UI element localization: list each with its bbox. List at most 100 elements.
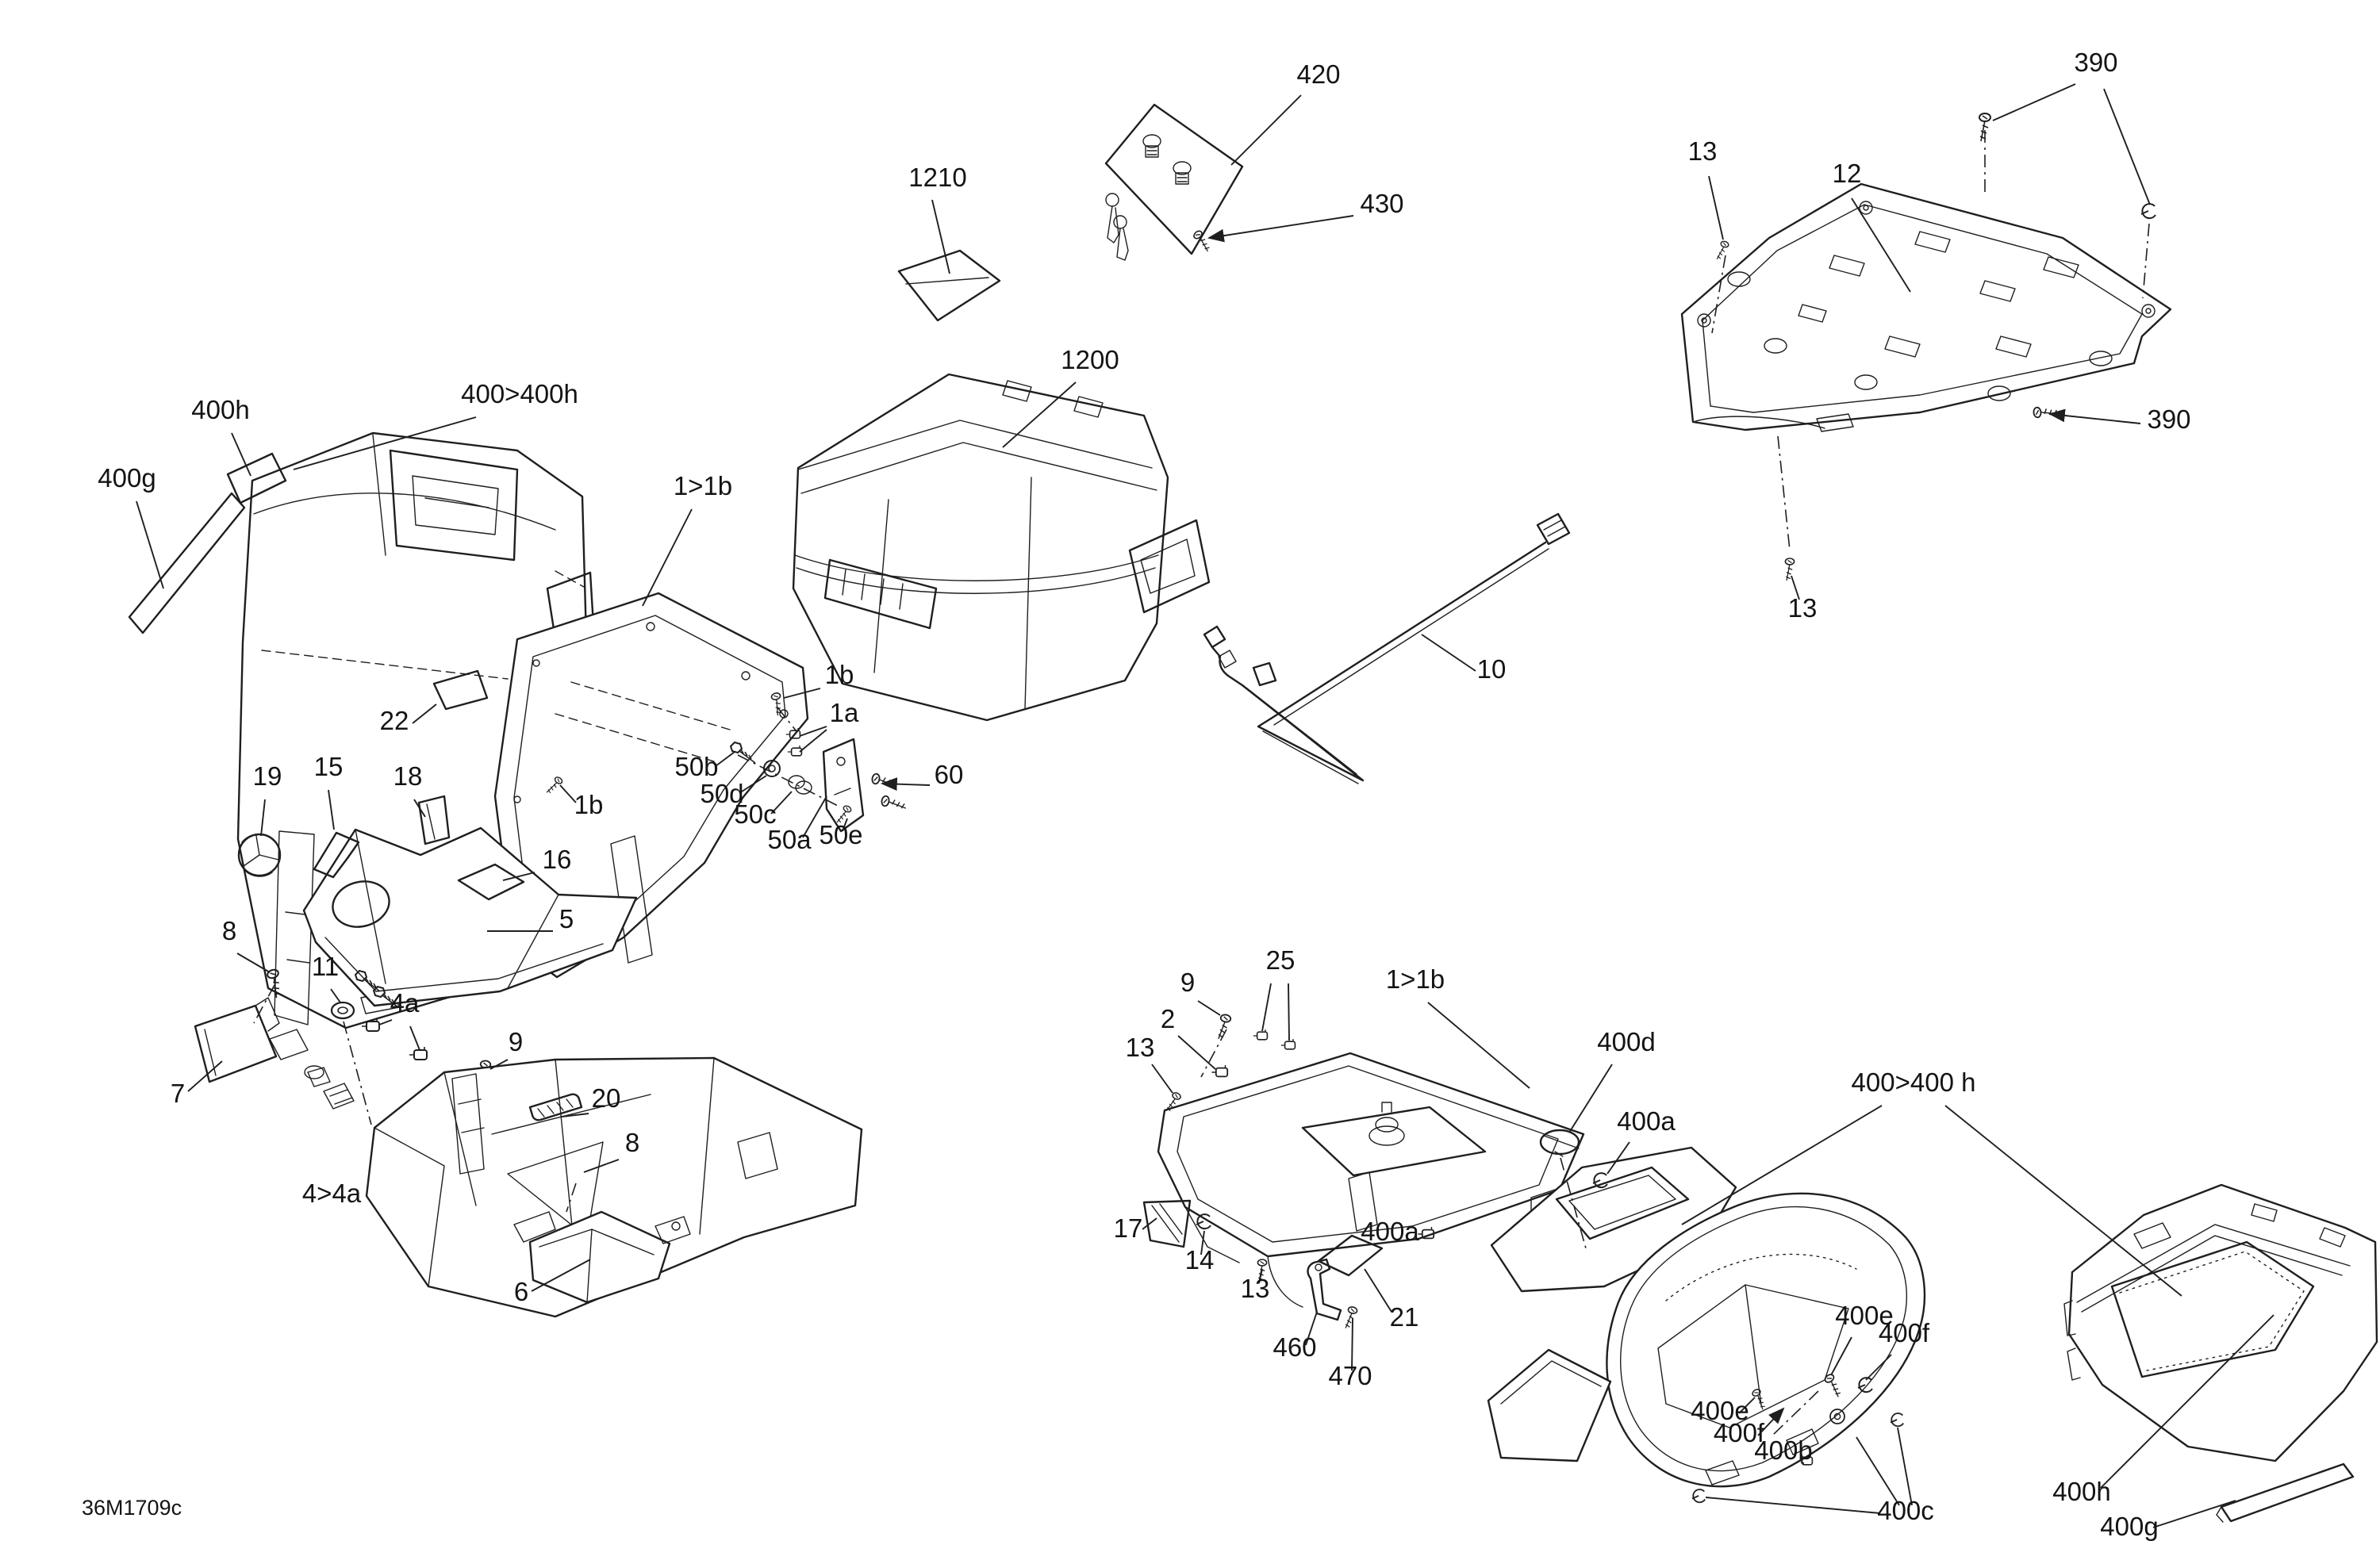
part-label: 1>1b xyxy=(674,471,732,500)
part-label: 50c xyxy=(734,799,776,829)
callout-18: 18 xyxy=(393,761,426,818)
leader-line xyxy=(1944,1105,2182,1297)
sticker-22-art xyxy=(432,669,489,711)
drawing-code: 36M1709c xyxy=(82,1496,182,1520)
axis-line xyxy=(1200,1029,1227,1078)
part-label: 400e xyxy=(1835,1301,1893,1330)
callout-25: 25 xyxy=(1261,945,1295,1041)
callout-1>1b: 1>1b xyxy=(1386,964,1530,1089)
callout-460: 460 xyxy=(1273,1311,1318,1362)
part-label: 400h xyxy=(191,395,249,424)
leader-line xyxy=(559,784,577,803)
flap-7-art xyxy=(194,997,355,1110)
leader-line xyxy=(260,799,266,837)
leader-line xyxy=(1851,197,1911,293)
leader-line xyxy=(715,751,735,767)
part-label: 4>4a xyxy=(302,1179,362,1208)
leader-line xyxy=(783,688,821,699)
callout-7: 7 xyxy=(171,1060,223,1108)
part-label: 22 xyxy=(380,706,409,735)
part-label: 400d xyxy=(1597,1027,1655,1056)
leader-line xyxy=(770,791,793,815)
callout-430: 430 xyxy=(1207,189,1404,243)
callout-400g: 400g xyxy=(98,463,164,589)
callout-50e: 50e xyxy=(819,818,863,849)
callout-50d: 50d xyxy=(700,775,767,808)
callout-400h: 400h xyxy=(2052,1314,2274,1506)
callout-1200: 1200 xyxy=(1002,345,1119,448)
callout-50a: 50a xyxy=(767,795,827,854)
part-label: 14 xyxy=(1185,1245,1215,1275)
part-callouts: 42012104303901213390131200400h400>400h40… xyxy=(98,48,2274,1541)
leader-line xyxy=(1705,1497,1881,1514)
leader-line xyxy=(531,1259,591,1292)
leader-line xyxy=(1791,575,1800,600)
leader-line xyxy=(802,795,827,838)
callout-10: 10 xyxy=(1421,634,1507,684)
latch-bracket-460-art xyxy=(1307,1258,1342,1321)
axis-line xyxy=(2142,223,2150,299)
leader-line xyxy=(378,1019,393,1025)
leader-line xyxy=(1197,1000,1221,1016)
callout-15: 15 xyxy=(314,752,344,830)
part-label: 8 xyxy=(222,916,236,945)
callout-6: 6 xyxy=(514,1259,591,1306)
leader-line xyxy=(561,1113,589,1117)
callout-13: 13 xyxy=(1126,1033,1173,1094)
leader-line xyxy=(1288,983,1290,1041)
part-label: 50d xyxy=(700,779,743,808)
callout-19: 19 xyxy=(253,761,282,837)
part-label: 13 xyxy=(1241,1274,1270,1303)
callout-390: 390 xyxy=(1992,48,2151,205)
callout-21: 21 xyxy=(1364,1268,1419,1332)
leader-line xyxy=(642,508,693,607)
callout-17: 17 xyxy=(1114,1213,1157,1243)
axis-line xyxy=(1777,435,1791,551)
callout-400c: 400c xyxy=(1705,1427,1934,1525)
part-label: 400a xyxy=(1617,1106,1676,1136)
callout-400>400h: 400>400h xyxy=(293,379,578,470)
part-label: 21 xyxy=(1390,1302,1419,1332)
part-label: 390 xyxy=(2147,404,2190,434)
part-label: 4a xyxy=(390,988,420,1018)
cap-400d-art xyxy=(1539,1129,1580,1157)
part-label: 13 xyxy=(1688,136,1718,166)
part-label: 420 xyxy=(1296,59,1340,89)
part-label: 9 xyxy=(1180,968,1195,997)
part-label: 1200 xyxy=(1061,345,1119,374)
callout-14: 14 xyxy=(1185,1230,1215,1275)
deflector-17-art xyxy=(1142,1199,1192,1248)
pad-1210-art xyxy=(897,249,1001,322)
part-label: 10 xyxy=(1477,654,1507,684)
callout-13: 13 xyxy=(1688,136,1724,240)
callout-400b: 400b xyxy=(1754,1436,1812,1465)
callout-400f: 400f xyxy=(1865,1318,1930,1381)
part-label: 400g xyxy=(98,463,155,493)
closed-box-right-art xyxy=(2063,1183,2378,1462)
callout-20: 20 xyxy=(561,1083,621,1117)
leader-line xyxy=(1151,1064,1173,1094)
part-label: 400f xyxy=(1714,1418,1765,1447)
leader-line xyxy=(413,799,426,818)
part-label: 20 xyxy=(592,1083,621,1113)
axis-line xyxy=(1772,1390,1819,1436)
leader-line xyxy=(1800,1462,1805,1464)
leader-line xyxy=(2100,1314,2274,1489)
leader-line xyxy=(799,726,827,737)
part-label: 5 xyxy=(559,904,574,933)
leader-line xyxy=(489,1059,509,1070)
leader-line xyxy=(136,500,164,589)
leader-line xyxy=(1568,1064,1613,1133)
mount-bracket-4-4a-art xyxy=(365,1056,863,1318)
leader-line xyxy=(1002,381,1077,448)
leader-line xyxy=(1830,1336,1852,1376)
sticker-21-art xyxy=(1317,1234,1384,1277)
callout-1a: 1a xyxy=(799,698,859,753)
part-label: 15 xyxy=(314,752,344,781)
callout-9: 9 xyxy=(489,1027,523,1070)
leader-line xyxy=(1200,1230,1205,1255)
leader-line xyxy=(1757,1407,1785,1436)
skid-plate-12-art xyxy=(1680,113,2172,581)
